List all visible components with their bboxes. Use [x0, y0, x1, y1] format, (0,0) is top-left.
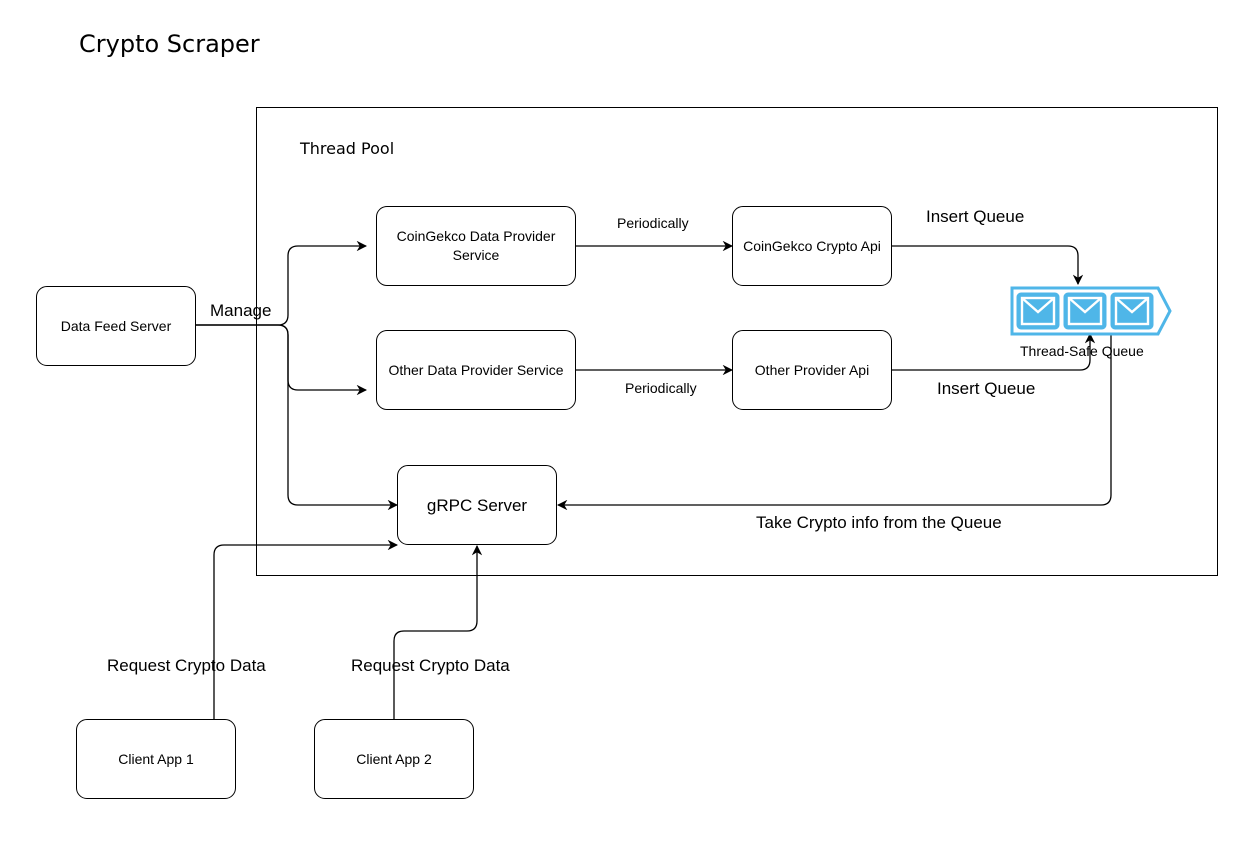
take-from-queue-label: Take Crypto info from the Queue — [756, 513, 1002, 532]
insert-queue-top-label: Insert Queue — [926, 207, 1025, 226]
edge-manage-coingekco — [196, 240, 368, 326]
insert-queue-bottom-label: Insert Queue — [937, 379, 1036, 398]
manage-label: Manage — [210, 301, 272, 320]
edge-queue-grpc — [556, 334, 1112, 511]
edge-client2-grpc — [393, 544, 483, 719]
coingekco-service-label: CoinGekco Data Provider Service — [396, 228, 556, 263]
client-app-1-node[interactable]: Client App 1 — [76, 719, 236, 799]
other-api-label: Other Provider Api — [754, 361, 870, 378]
request-crypto-label-1: Request Crypto Data — [107, 656, 266, 675]
grpc-server-label: gRPC Server — [426, 495, 528, 515]
edge-client1-grpc — [213, 539, 399, 719]
data-feed-server-label: Data Feed Server — [60, 317, 172, 334]
coingekco-api-node[interactable]: CoinGekco Crypto Api — [732, 206, 892, 286]
edge-coingekco-insert — [892, 245, 1084, 286]
thread-pool-container — [256, 107, 1218, 576]
periodically-top-label: Periodically — [617, 215, 689, 231]
coingekco-api-label: CoinGekco Crypto Api — [743, 237, 881, 254]
other-service-node[interactable]: Other Data Provider Service — [376, 330, 576, 410]
grpc-server-node[interactable]: gRPC Server — [397, 465, 557, 545]
client-app-2-label: Client App 2 — [356, 750, 432, 767]
edge-other-insert — [892, 332, 1096, 371]
thread-pool-label: Thread Pool — [300, 139, 395, 158]
diagram-title: Crypto Scraper — [79, 30, 260, 58]
client-app-1-label: Client App 1 — [118, 750, 194, 767]
edge-manage-grpc — [196, 324, 399, 511]
periodically-bottom-label: Periodically — [625, 380, 697, 396]
other-api-node[interactable]: Other Provider Api — [732, 330, 892, 410]
edge-manage-other — [196, 324, 368, 396]
other-service-label: Other Data Provider Service — [388, 361, 564, 378]
client-app-2-node[interactable]: Client App 2 — [314, 719, 474, 799]
coingekco-service-node[interactable]: CoinGekco Data Provider Service — [376, 206, 576, 286]
request-crypto-label-2: Request Crypto Data — [351, 656, 510, 675]
data-feed-server-node[interactable]: Data Feed Server — [36, 286, 196, 366]
queue-label: Thread-Safe Queue — [1020, 343, 1144, 359]
